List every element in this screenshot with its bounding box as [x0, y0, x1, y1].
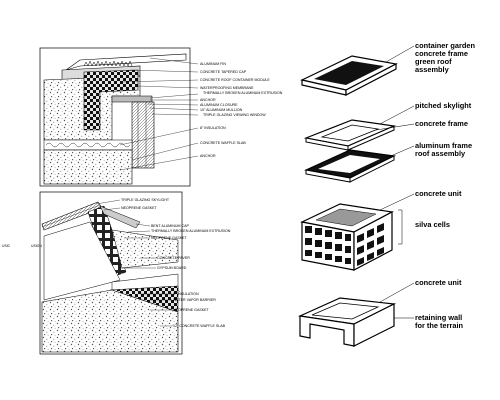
label-gasket-1: NEOPRENE GASKET [121, 206, 158, 210]
waterproofing-membrane [83, 69, 139, 131]
edge-text-center: USION [31, 244, 42, 248]
label-aluminum-closure: ALUMINUM CLOSURE [200, 103, 238, 107]
label-concrete-unit-1: concrete unit [415, 189, 462, 198]
label-skylight: TRIPLE GLAZING SKYLIGHT [121, 198, 170, 202]
aluminum-mullion [111, 95, 153, 103]
bottom-detail-section: TRIPLE GLAZING SKYLIGHT NEOPRENE GASKET … [2, 191, 231, 355]
label-retaining-wall: retaining wall for the terrain [415, 313, 464, 330]
top-leaders [119, 57, 199, 171]
label-gasket-3: NEOPRENE GASKET [173, 308, 210, 312]
viewing-window [131, 101, 155, 169]
label-viewing-window: TRIPLE GLAZING VIEWING WINDOW [203, 113, 266, 117]
label-anchor-bottom: ANCHOR [200, 154, 216, 158]
pitched-skylight-module [303, 119, 397, 151]
label-anchor-top: ANCHOR [200, 98, 216, 102]
label-extrusion-bottom: THERMALLY BROKEN ALUMINUM EXTRUSION [151, 229, 231, 233]
aluminum-frame-module [304, 149, 397, 183]
retaining-wall-module [297, 297, 397, 347]
label-waterproofing: WATERPROOFING MEMBRANE [200, 86, 254, 90]
silva-cells-module [300, 203, 394, 271]
axonometric-section: container garden concrete frame green ro… [297, 41, 477, 347]
label-gypsum-board: GYPSUM BOARD [157, 266, 187, 270]
bent-aluminum-cap [99, 205, 141, 229]
container-garden-module [300, 55, 398, 96]
label-aluminum-fin: ALUMINUM FIN [200, 62, 226, 66]
label-vapor-barrier: WATER VAPOR BARRIER [173, 298, 216, 302]
label-insulation-bottom: 8" INSULATION [173, 292, 199, 296]
label-container-module: CONCRETE ROOF CONTAINER MODULE [200, 78, 270, 82]
concrete-paver [111, 229, 179, 269]
label-waffle-slab-bottom: 12" CONCRETE WAFFLE SLAB [173, 324, 226, 328]
label-concrete-unit-2: concrete unit [415, 278, 462, 287]
gypsum-board [43, 221, 121, 301]
plants-strip [83, 60, 133, 67]
axon-labels: container garden concrete frame green ro… [415, 41, 477, 330]
label-bent-cap: BENT ALUMINUM CAP [151, 224, 189, 228]
bottom-detail-frame [39, 191, 183, 355]
label-pitched-skylight: pitched skylight [415, 101, 472, 110]
top-detail-section: ALUMINUM FIN CONCRETE TAPERED CAP CONCRE… [39, 47, 283, 187]
bottom-labels: TRIPLE GLAZING SKYLIGHT NEOPRENE GASKET … [121, 198, 231, 328]
label-aluminum-mullion: 10" ALUMINUM MULLION [200, 108, 243, 112]
edge-text-left: USIC [2, 244, 11, 248]
label-waffle-slab-top: CONCRETE WAFFLE SLAB [200, 141, 246, 145]
top-detail-frame [39, 47, 191, 187]
concrete-waffle-slab-bottom [41, 289, 179, 353]
label-tapered-cap: CONCRETE TAPERED CAP [200, 70, 247, 74]
label-silva-cells: silva cells [415, 220, 450, 229]
label-aluminum-frame: aluminum frame roof assembly [415, 141, 474, 158]
bottom-leaders [95, 199, 172, 327]
concrete-waffle-slab [43, 149, 133, 185]
label-concrete-paver: CONCRETE PAVER [157, 256, 190, 260]
label-concrete-frame: concrete frame [415, 119, 468, 128]
label-insulation-top: 8" INSULATION [200, 126, 226, 130]
top-labels: ALUMINUM FIN CONCRETE TAPERED CAP CONCRE… [200, 62, 283, 158]
label-container-garden: container garden concrete frame green ro… [415, 41, 477, 74]
axon-leaders [375, 45, 415, 319]
label-aluminum-extrusion: THERMALLY BROKEN ALUMINUM EXTRUSION [203, 91, 283, 95]
label-gasket-2: NEOPRENE GASKET [151, 236, 188, 240]
